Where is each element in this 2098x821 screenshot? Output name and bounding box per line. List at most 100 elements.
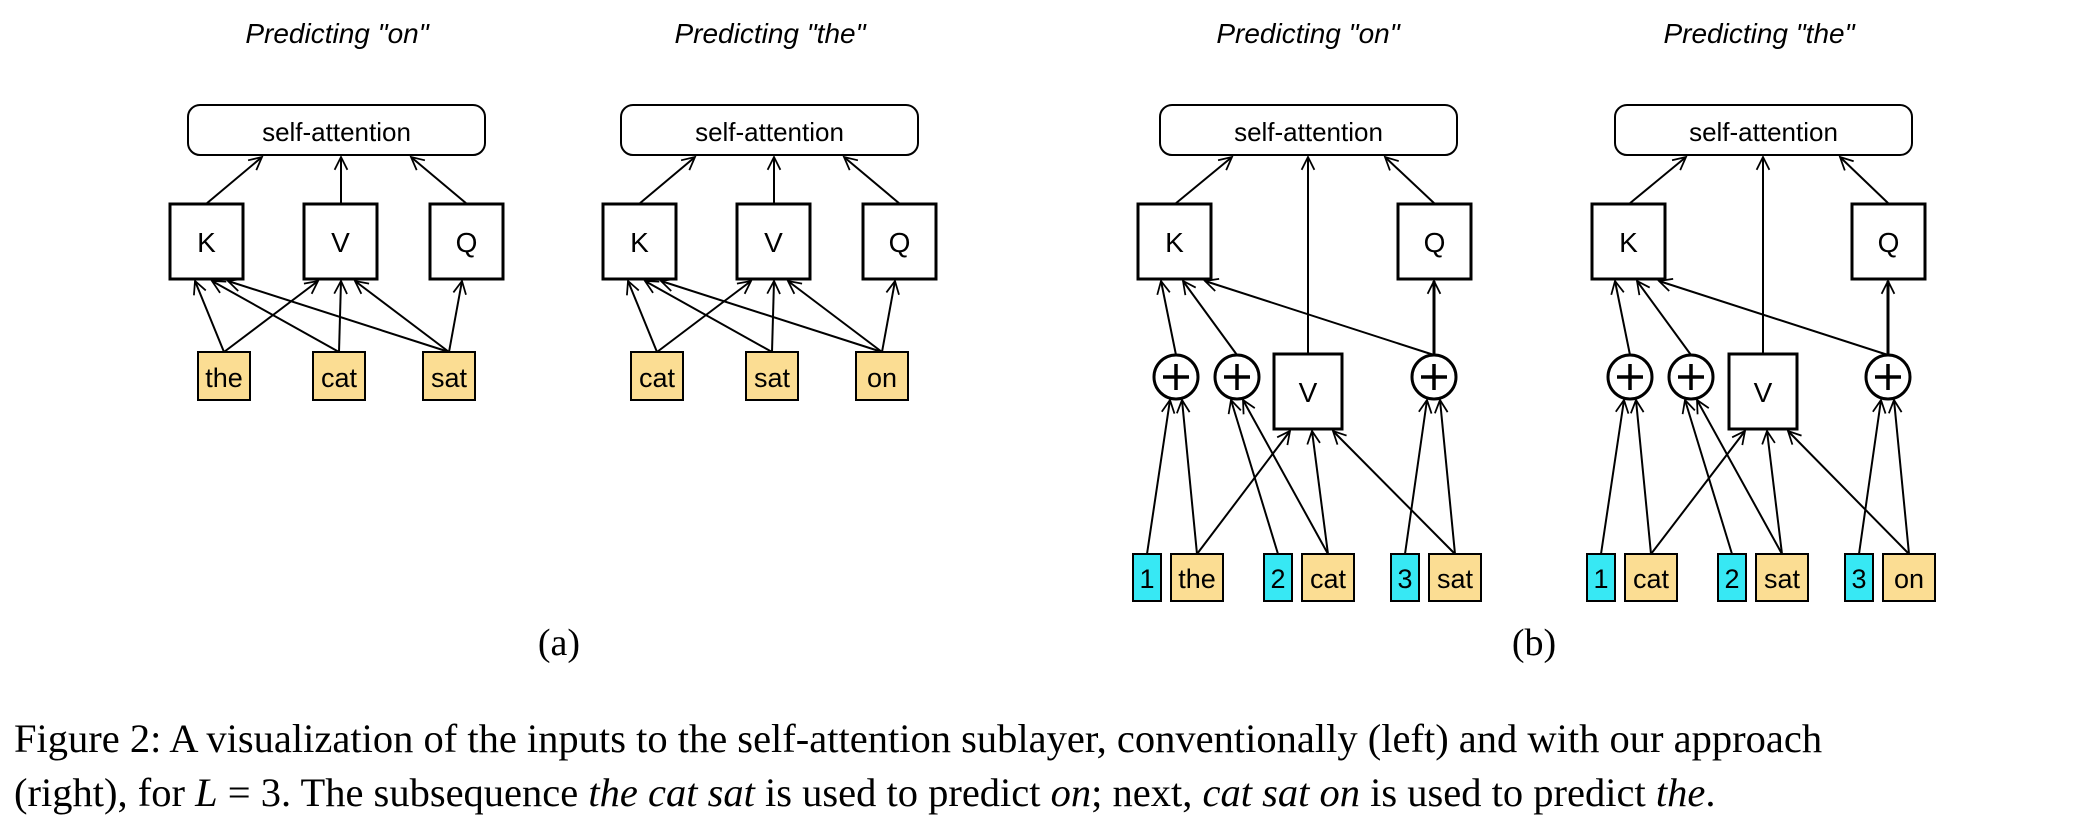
key-box [168,202,245,281]
arrow-icon [656,281,751,353]
token-label: cat [321,363,358,393]
arrow-icon [228,281,450,353]
arrow-icon [1196,431,1290,555]
arrow-icon [1600,400,1624,555]
caption-text: . [1705,770,1716,815]
token-box [630,351,684,401]
token-label: sat [754,363,791,393]
panel-title: Predicting "the" [1663,18,1855,49]
value-label: V [1299,377,1318,408]
caption-emphasis: the [1655,770,1706,815]
arrow-icon [355,281,450,353]
panel-title: Predicting "the" [674,18,866,49]
plus-circle-icon [1606,353,1654,401]
arrow-icon [1659,281,1889,356]
self-attention-box [1159,104,1458,156]
panel-b1: Predicting "on" self-attention K Q V 1 t… [1132,18,1482,602]
self-attention-box [1614,104,1913,156]
arrow-icon [1174,157,1232,205]
caption-text: = 3. The subsequence [217,770,589,815]
arrow-icon [411,157,468,205]
token-label: on [1894,564,1924,594]
position-label: 2 [1270,564,1285,594]
query-label: Q [456,227,478,258]
arrow-icon [1636,400,1652,555]
position-box [1263,553,1293,602]
arrow-icon [1231,400,1279,555]
arrow-icon [212,281,340,353]
position-label: 2 [1724,564,1739,594]
position-label: 1 [1139,564,1154,594]
panel-a2: Predicting "the" self-attention K V Q ca… [601,18,938,401]
caption-emphasis: cat sat on [1202,770,1361,815]
panel-a1: Predicting "on" self-attention K V Q the… [168,18,505,401]
query-box [1396,202,1473,281]
arrow-icon [1161,281,1177,356]
position-label: 3 [1851,564,1866,594]
arrow-icon [1637,281,1692,356]
arrows [195,157,468,353]
caption-emphasis: the cat sat [588,770,755,815]
plus-circle-icon [1213,353,1261,401]
panel-b2: Predicting "the" self-attention K Q V 1 … [1586,18,1936,602]
self-attention-box [187,104,486,156]
arrow-icon [223,281,318,353]
arrow-icon [1440,400,1456,555]
arrow-icon [1685,400,1733,555]
value-box [735,202,812,281]
key-box [1590,202,1667,281]
panel-title: Predicting "on" [1216,18,1400,49]
arrow-icon [1840,157,1890,205]
query-box [428,202,505,281]
caption-text: ; next, [1091,770,1203,815]
caption-text: (right), for [14,770,196,815]
arrow-icon [205,157,262,205]
self-attention-label: self-attention [1234,117,1383,147]
position-box [1717,553,1747,602]
token-label: sat [431,363,468,393]
caption-math-var: L [195,770,218,815]
query-box [1850,202,1927,281]
arrow-icon [638,157,695,205]
self-attention-label: self-attention [262,117,411,147]
figure-diagram: Predicting "on" self-attention K V Q the… [168,18,1936,664]
subfigure-label-a: (a) [538,622,580,664]
plus-circle-icon [1667,353,1715,401]
arrow-icon [788,281,883,353]
arrow-icon [1858,400,1881,555]
arrow-icon [195,281,225,353]
arrow-icon [1333,431,1456,555]
query-box [861,202,938,281]
token-label: sat [1437,564,1474,594]
token-label: on [867,363,897,393]
arrow-icon [645,281,773,353]
arrow-icon [1205,281,1435,356]
position-label: 3 [1397,564,1412,594]
figure-caption: Figure 2: A visualization of the inputs … [14,712,2094,820]
query-label: Q [1878,227,1900,258]
arrow-icon [1404,400,1427,555]
key-label: K [1619,227,1638,258]
self-attention-box [620,104,919,156]
arrow-icon [448,281,462,353]
query-label: Q [889,227,911,258]
arrows [1600,157,1910,555]
value-label: V [1754,377,1773,408]
arrow-icon [661,281,883,353]
token-label: cat [639,363,676,393]
value-label: V [764,227,783,258]
arrow-icon [1767,431,1783,555]
plus-circle-icon [1410,353,1458,401]
arrow-icon [1312,431,1329,555]
token-label: the [1178,564,1216,594]
arrow-icon [1697,400,1783,555]
token-box [422,351,476,401]
arrow-icon [881,281,895,353]
token-box [1882,553,1936,602]
key-box [1136,202,1213,281]
arrow-icon [1628,157,1686,205]
arrows [628,157,901,353]
arrows [1146,157,1456,555]
caption-line-1: Figure 2: A visualization of the inputs … [14,716,1823,761]
key-label: K [197,227,216,258]
